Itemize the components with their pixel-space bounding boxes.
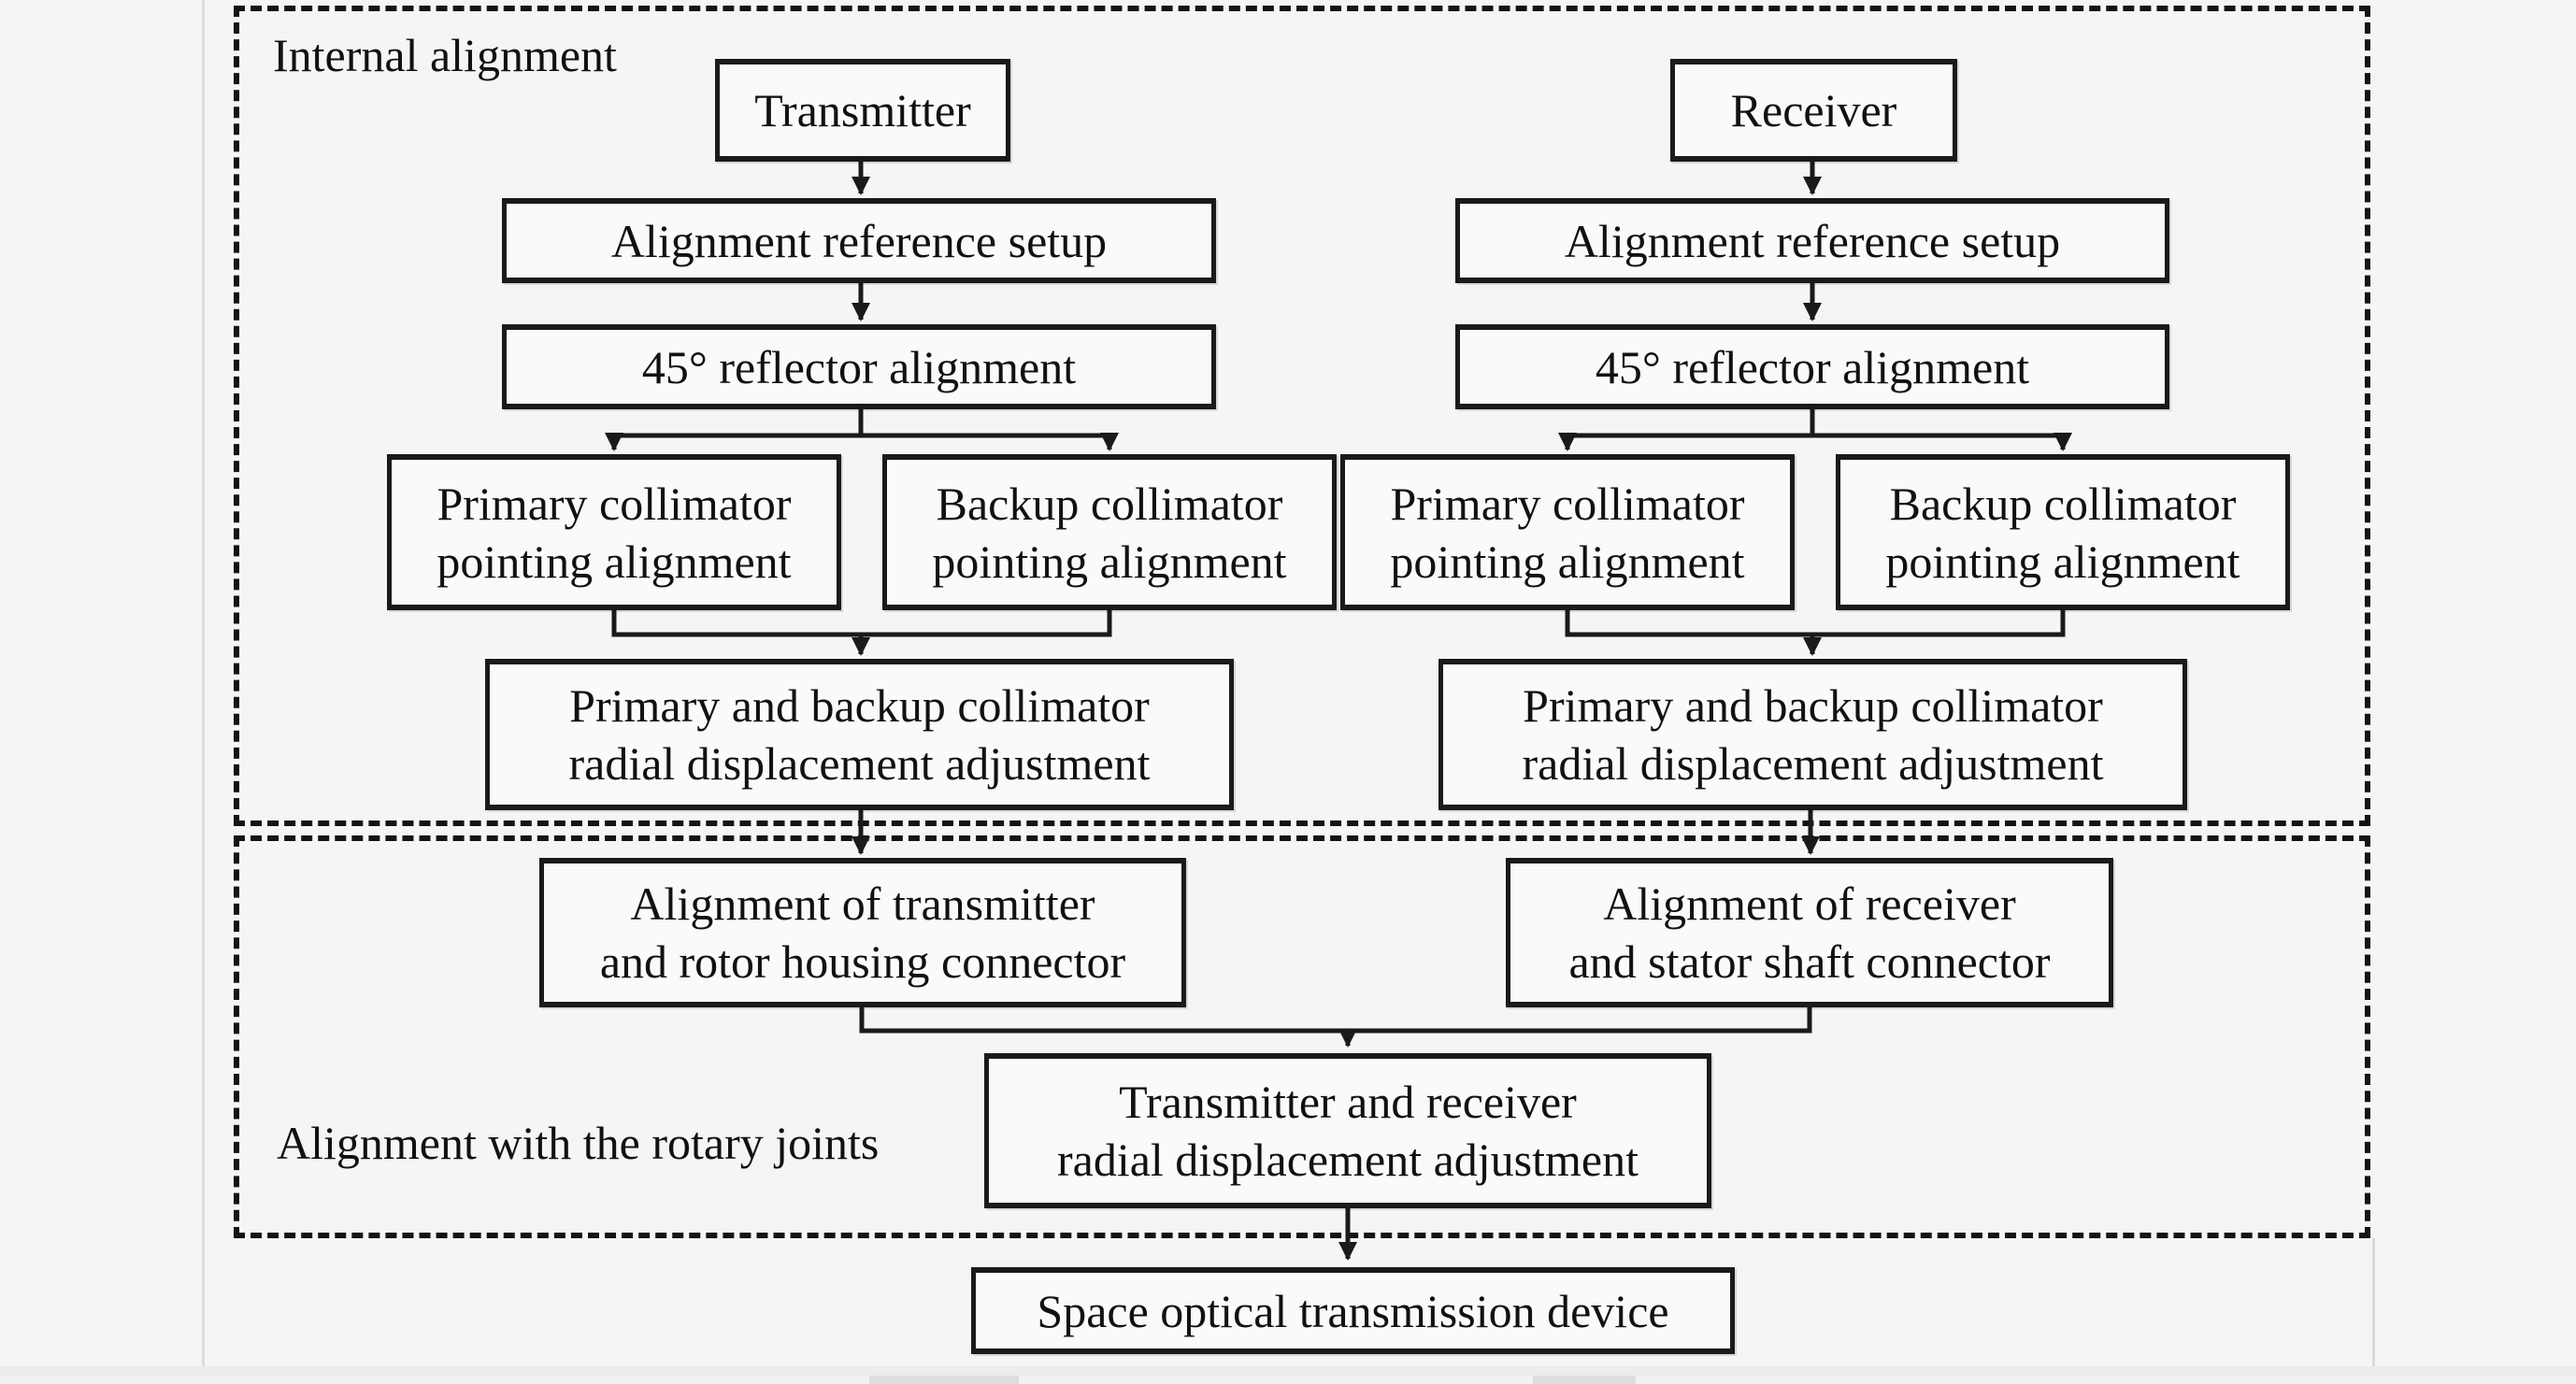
node-tx-radial-displacement-adjustment: Primary and backup collimator radial dis… [485, 659, 1234, 810]
node-tx-primary-collimator-pointing: Primary collimator pointing alignment [387, 454, 841, 610]
node-tx-45-reflector-alignment: 45° reflector alignment [502, 324, 1216, 409]
node-transmitter-rotor-housing-connector: Alignment of transmitter and rotor housi… [539, 858, 1186, 1007]
node-transmitter: Transmitter [715, 59, 1010, 162]
section-label-internal-alignment: Internal alignment [273, 29, 617, 81]
node-rx-radial-displacement-adjustment: Primary and backup collimator radial dis… [1438, 659, 2187, 810]
node-rx-backup-collimator-pointing: Backup collimator pointing alignment [1836, 454, 2290, 610]
page-left-edge [202, 0, 205, 1366]
section-rotary-joints [234, 835, 2370, 1238]
node-receiver-stator-shaft-connector: Alignment of receiver and stator shaft c… [1506, 858, 2113, 1007]
node-rx-primary-collimator-pointing: Primary collimator pointing alignment [1340, 454, 1795, 610]
node-rx-45-reflector-alignment: 45° reflector alignment [1455, 324, 2169, 409]
section-label-rotary-joints: Alignment with the rotary joints [277, 1117, 880, 1169]
scrollbar-thumb [869, 1376, 1019, 1384]
scrollbar-track [0, 1376, 2576, 1384]
node-txrx-radial-displacement-adjustment: Transmitter and receiver radial displace… [984, 1053, 1711, 1208]
node-tx-backup-collimator-pointing: Backup collimator pointing alignment [882, 454, 1337, 610]
node-space-optical-transmission-device: Space optical transmission device [971, 1267, 1735, 1354]
node-tx-alignment-reference-setup: Alignment reference setup [502, 198, 1216, 283]
page-bottom-edge [0, 1366, 2576, 1376]
page-right-edge [2372, 1238, 2375, 1366]
section-internal-alignment [234, 6, 2370, 826]
scrollbar-thumb [1533, 1376, 1636, 1384]
node-rx-alignment-reference-setup: Alignment reference setup [1455, 198, 2169, 283]
node-receiver: Receiver [1670, 59, 1957, 162]
